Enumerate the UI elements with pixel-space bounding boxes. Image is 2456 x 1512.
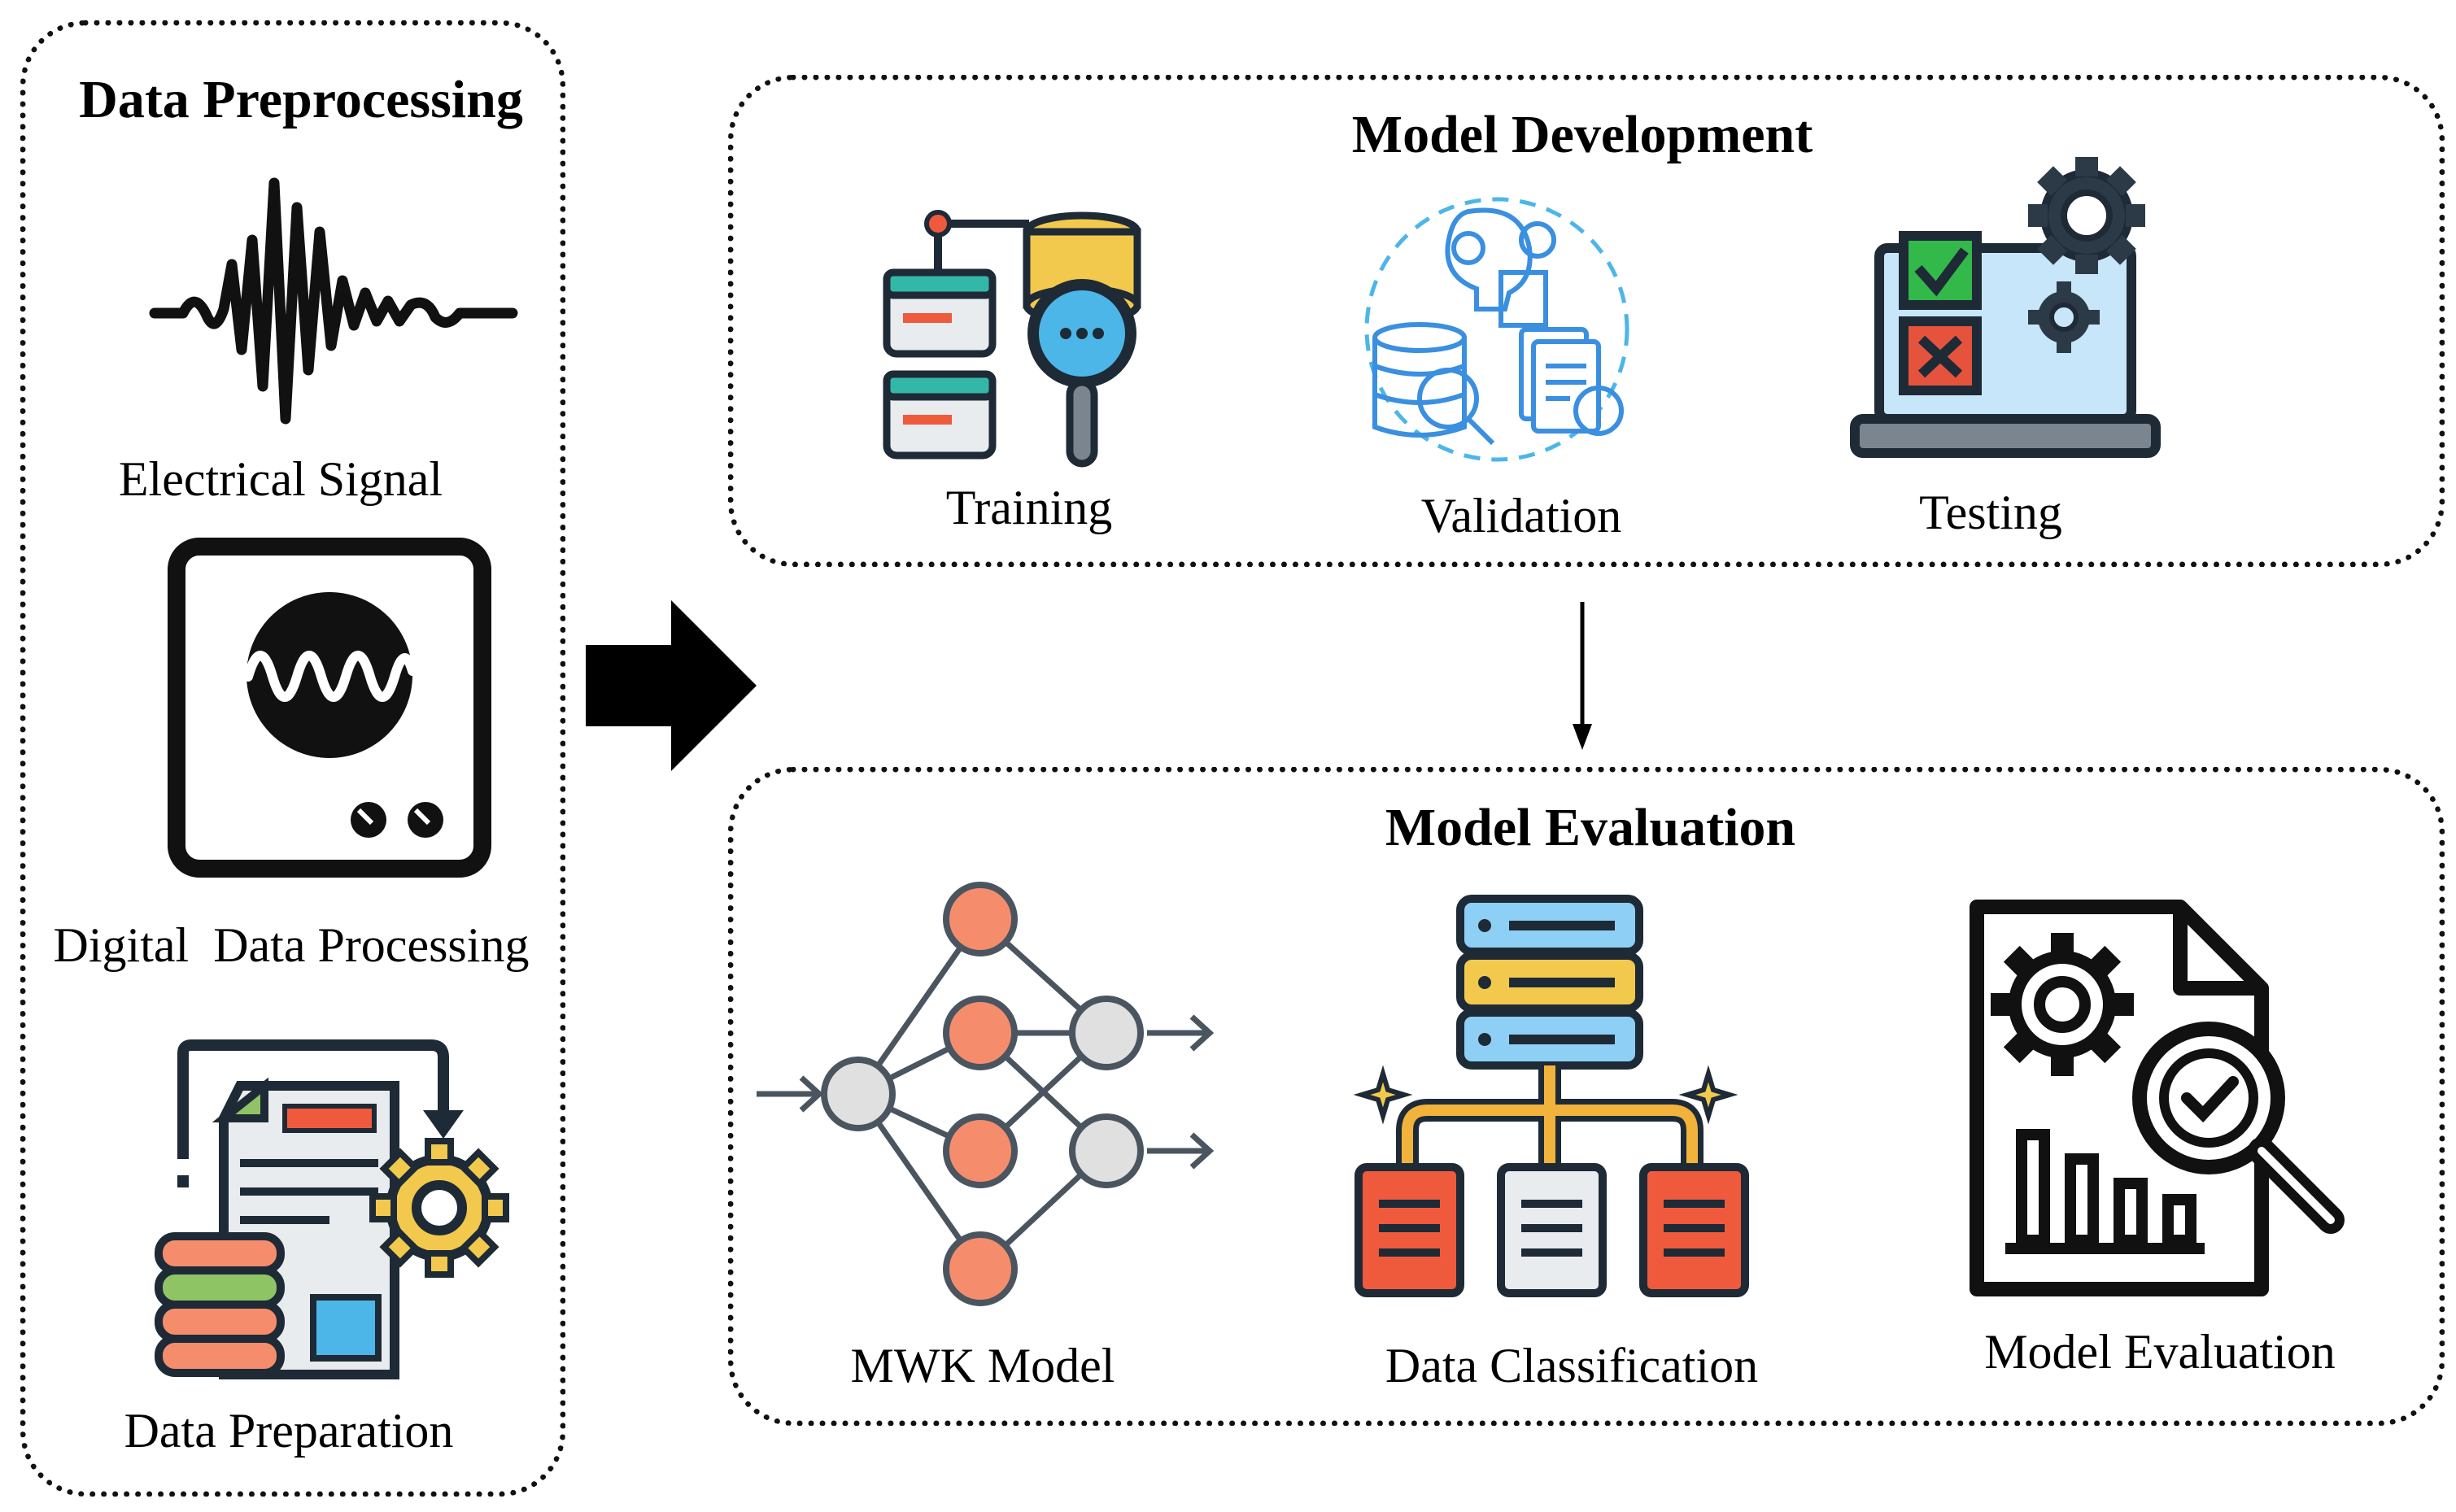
training-icon — [883, 210, 1141, 468]
flow-arrow-icon — [586, 600, 757, 771]
data-preparation-icon — [155, 1039, 509, 1379]
neural-network-icon — [757, 882, 1215, 1306]
oscilloscope-icon — [168, 538, 491, 878]
model-development-panel — [728, 75, 2445, 567]
electrical-signal-icon — [149, 177, 518, 425]
validation-icon — [1364, 197, 1629, 462]
testing-label: Testing — [1919, 486, 2062, 539]
data-classification-icon — [1353, 895, 1749, 1297]
mwk-model-label: MWK Model — [850, 1339, 1115, 1392]
data-preprocessing-panel — [20, 20, 565, 1497]
electrical-signal-label: Electrical Signal — [118, 452, 443, 506]
validation-label: Validation — [1420, 489, 1622, 542]
model-evaluation-label: Model Evaluation — [1984, 1325, 2336, 1379]
model-evaluation-report-icon — [1970, 900, 2345, 1296]
training-label: Training — [945, 481, 1113, 534]
data-preprocessing-title: Data Preprocessing — [79, 70, 523, 129]
data-classification-label: Data Classification — [1385, 1339, 1759, 1392]
data-preparation-label: Data Preparation — [124, 1404, 454, 1458]
testing-icon — [1850, 157, 2161, 458]
digital-data-processing-label: Digital Data Processing — [53, 918, 530, 972]
model-development-title: Model Development — [1351, 105, 1813, 164]
model-evaluation-panel — [728, 767, 2445, 1426]
connector-arrow-icon — [1573, 602, 1592, 750]
model-evaluation-title: Model Evaluation — [1385, 798, 1796, 857]
